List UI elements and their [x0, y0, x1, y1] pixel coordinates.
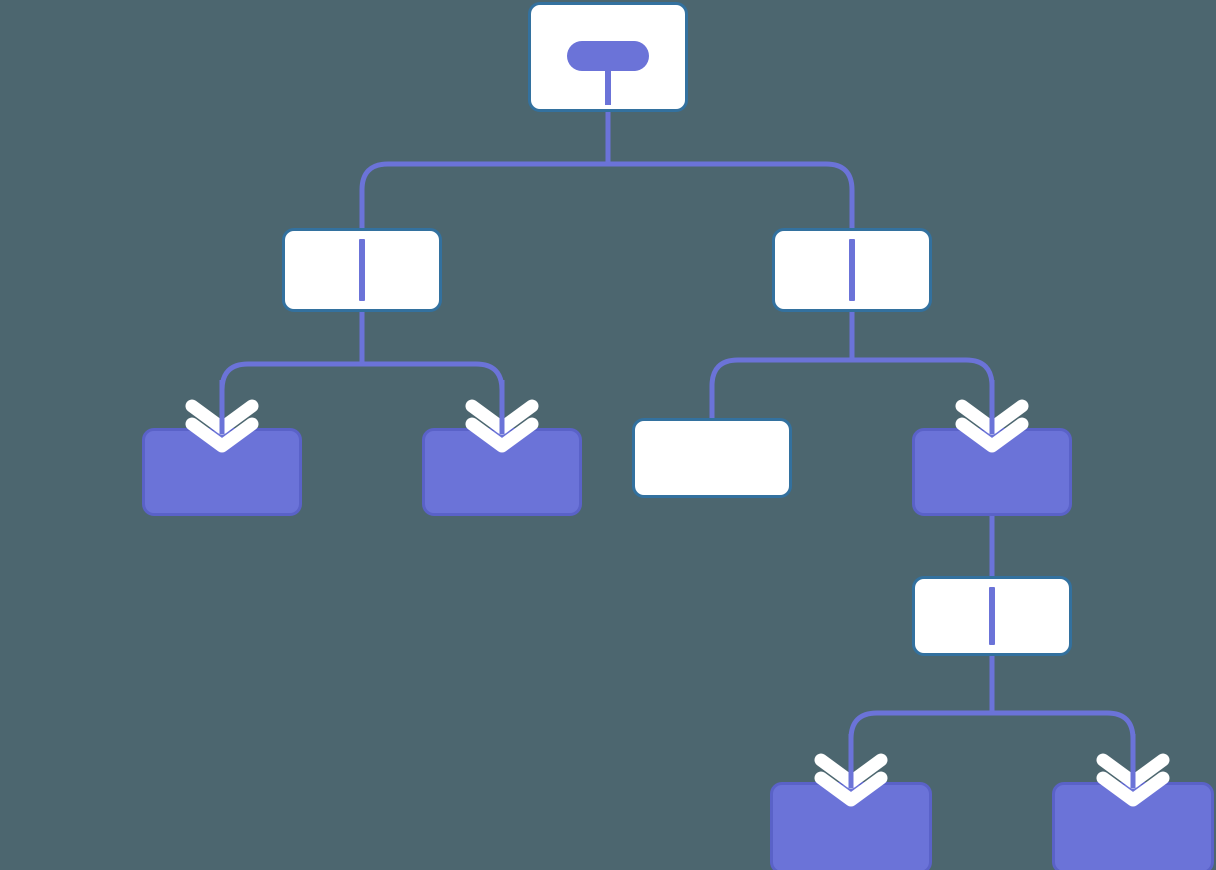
- node-right-branch[interactable]: [772, 228, 932, 312]
- node-right-leaf-a[interactable]: [632, 418, 792, 498]
- node-bottom-leaf-a[interactable]: [770, 782, 932, 870]
- node-root[interactable]: [528, 2, 688, 112]
- node-right-sub-pass[interactable]: [912, 576, 1072, 656]
- node-bottom-leaf-b[interactable]: [1052, 782, 1214, 870]
- node-left-branch[interactable]: [282, 228, 442, 312]
- pass-through-stem: [359, 239, 365, 301]
- root-pill-badge: [531, 41, 685, 105]
- node-left-leaf-b[interactable]: [422, 428, 582, 516]
- pass-through-stem: [989, 587, 995, 645]
- pill-shape-icon: [567, 41, 649, 71]
- node-left-leaf-a[interactable]: [142, 428, 302, 516]
- node-right-sub-branch[interactable]: [912, 428, 1072, 516]
- pass-through-stem: [849, 239, 855, 301]
- pill-stem: [605, 71, 611, 105]
